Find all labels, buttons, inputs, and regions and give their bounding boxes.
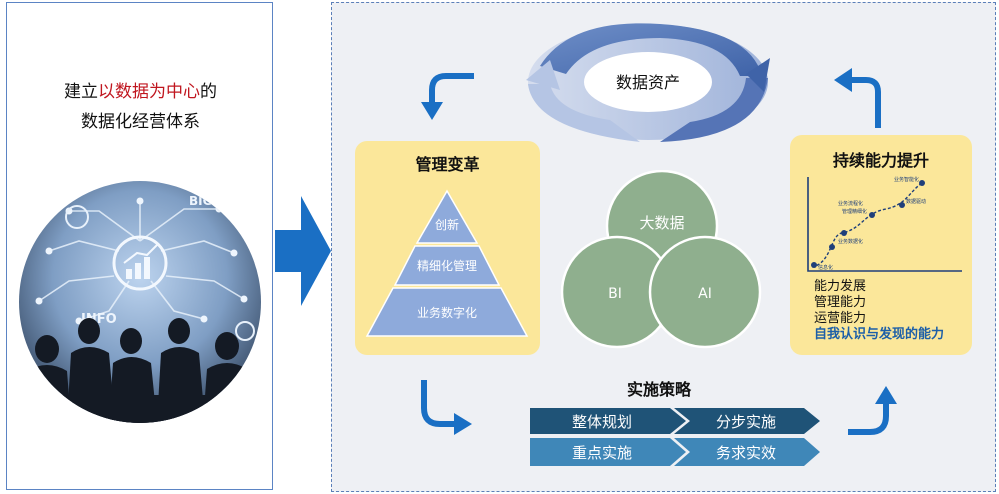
title-prefix: 建立 — [64, 82, 98, 102]
strategy-item-2: 分步实施 — [716, 413, 776, 431]
big-label: BIG — [189, 194, 212, 208]
capability-item-1: 能力发展 — [814, 279, 867, 294]
pyramid-level-1: 创新 — [435, 217, 459, 232]
capability-title: 持续能力提升 — [832, 151, 929, 170]
title-line2: 数据化经营体系 — [81, 112, 200, 132]
circle-ai — [648, 235, 762, 349]
chart-label-3: 业务流程化 — [838, 200, 863, 207]
meeting-illustration: BIG INFO — [19, 181, 261, 423]
management-reform-box: 管理变革 创新 精细化管理 业务数字化 — [355, 141, 540, 355]
pyramid-level-3: 业务数字化 — [417, 305, 477, 320]
circle-label-bi: BI — [608, 286, 622, 302]
management-title: 管理变革 — [415, 155, 480, 174]
business-meeting-image: BIG INFO — [19, 181, 261, 423]
circle-label-big-data: 大数据 — [639, 214, 684, 232]
data-asset-cycle: 数据资产 — [526, 23, 770, 142]
chart-label-0: 信息化 — [818, 264, 833, 271]
pyramid-level-2: 精细化管理 — [417, 258, 477, 273]
chart-label-5: 业务智能化 — [894, 176, 919, 183]
left-panel: 建立以数据为中心的 数据化经营体系 — [6, 2, 273, 490]
curved-arrow-up-right-icon — [848, 386, 897, 435]
capability-item-3: 运营能力 — [814, 311, 867, 326]
chart-label-4: 数据驱动 — [906, 198, 926, 205]
gear-icon — [235, 321, 255, 341]
venn-circles: 大数据 BI AI — [560, 170, 762, 349]
strategy-item-1: 整体规划 — [572, 413, 632, 431]
left-title: 建立以数据为中心的 数据化经营体系 — [7, 77, 274, 137]
circle-label-ai: AI — [698, 286, 712, 302]
big-right-arrow-icon — [275, 196, 331, 306]
capability-box: 持续能力提升 信息化 业务数据化 管理精细化 业务流程化 数据驱动 业务智能化 … — [790, 135, 972, 355]
curved-arrow-right-icon — [421, 380, 472, 435]
capability-growth-chart: 信息化 业务数据化 管理精细化 业务流程化 数据驱动 业务智能化 — [807, 176, 962, 272]
strategy-chevrons: 整体规划 分步实施 重点实施 务求实效 — [530, 408, 820, 466]
title-highlight: 以数据为中心 — [98, 82, 200, 102]
capability-list: 能力发展 管理能力 运营能力 自我认识与发现的能力 — [814, 279, 944, 343]
pyramid: 创新 精细化管理 业务数字化 — [365, 189, 529, 337]
gear-icon — [65, 205, 89, 229]
chart-label-1: 业务数据化 — [838, 238, 863, 245]
curved-arrow-down-icon — [421, 73, 474, 120]
chart-label-2: 管理精细化 — [842, 208, 867, 215]
curved-arrow-up-icon — [834, 68, 881, 128]
strategy-item-4: 务求实效 — [716, 444, 776, 462]
capability-item-4: 自我认识与发现的能力 — [814, 327, 945, 342]
cycle-label: 数据资产 — [616, 73, 680, 92]
capability-item-2: 管理能力 — [814, 295, 867, 310]
strategy-title: 实施策略 — [626, 380, 691, 399]
title-suffix: 的 — [200, 82, 217, 102]
strategy-item-3: 重点实施 — [572, 444, 632, 462]
